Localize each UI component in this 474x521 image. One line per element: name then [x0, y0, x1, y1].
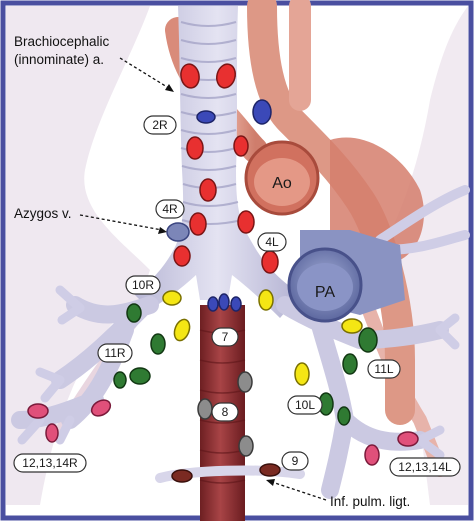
station-10l: 10L — [287, 395, 323, 415]
station-8: 8 — [211, 402, 239, 422]
station-4r-text: 4R — [162, 202, 178, 216]
station-7: 7 — [211, 327, 239, 347]
node-12r-3 — [90, 399, 112, 417]
station-2r-text: 2R — [152, 118, 168, 132]
station-10r: 10R — [125, 275, 161, 295]
nodes-gray — [197, 371, 254, 457]
station-11l: 11L — [367, 359, 401, 379]
node-12r-1 — [27, 403, 49, 419]
station-11r-text: 11R — [104, 346, 125, 360]
nodes-pink — [27, 399, 419, 466]
nodes-brown — [171, 463, 281, 483]
azygos-label: Azygos v. — [14, 206, 72, 221]
node-10r-1 — [162, 290, 182, 306]
node-11r-4 — [129, 367, 151, 385]
node-11r-1 — [173, 318, 191, 342]
node-11l-3 — [342, 353, 358, 375]
node-12l-1 — [364, 444, 380, 466]
node-4r-2 — [199, 178, 217, 202]
inf-pulm-ligt-arrowhead — [266, 479, 275, 486]
node-4r-4 — [173, 245, 191, 267]
node-11l-1 — [341, 318, 363, 334]
nodes-green — [113, 303, 378, 426]
node-11l-4 — [337, 406, 351, 426]
node-8-1 — [237, 371, 253, 393]
node-2r-upper — [180, 63, 200, 89]
nodes-blue — [196, 99, 272, 312]
node-9-right — [171, 469, 193, 483]
station-10r-text: 10R — [132, 278, 154, 292]
azygos-arrowhead — [158, 227, 167, 234]
station-4l: 4L — [257, 232, 287, 252]
node-3 — [252, 99, 272, 125]
station-12-13-14l: 12,13,14L — [389, 457, 461, 477]
node-2l-upper — [216, 63, 236, 89]
left-lung — [380, 6, 468, 505]
station-4l-text: 4L — [265, 235, 279, 249]
station-12-13-14l-text: 12,13,14L — [398, 460, 452, 474]
left-bronchial-tree — [276, 296, 449, 499]
right-lung — [6, 6, 150, 505]
nodes-yellow — [162, 289, 363, 386]
node-7-a — [207, 296, 219, 312]
station-10l-text: 10L — [295, 398, 315, 412]
station-12-13-14r: 12,13,14R — [13, 453, 87, 473]
station-11r: 11R — [97, 343, 133, 363]
inf-pulm-ligt-label: Inf. pulm. ligt. — [330, 494, 410, 509]
station-12-13-14r-text: 12,13,14R — [22, 456, 78, 470]
node-10l-2 — [294, 362, 310, 386]
station-9-text: 9 — [292, 454, 299, 468]
node-4r-3 — [189, 212, 207, 236]
node-4l-1 — [233, 135, 249, 157]
node-12r-2 — [45, 423, 59, 443]
azygos-leader — [79, 214, 163, 231]
node-8-3 — [238, 435, 254, 457]
station-8-text: 8 — [222, 405, 229, 419]
node-7-c — [230, 296, 242, 312]
nodes-red — [173, 63, 279, 274]
node-4l-2 — [237, 210, 255, 234]
pa-label: PA — [315, 284, 335, 301]
station-2r: 2R — [143, 115, 177, 135]
ao-label: Ao — [272, 175, 292, 192]
brachiocephalic-leader — [119, 57, 173, 91]
node-2r-blue — [196, 110, 216, 124]
node-4r-1 — [186, 136, 204, 160]
left-bronchial-tips — [415, 313, 460, 460]
right-bronchial-tips — [17, 285, 85, 445]
trachea — [135, 6, 300, 318]
azygos-vein — [166, 222, 190, 242]
node-12l-2 — [397, 431, 419, 447]
node-4l-3 — [261, 250, 279, 274]
node-11r-5 — [113, 371, 127, 389]
station-11l-text: 11L — [374, 362, 393, 376]
node-8-2 — [197, 398, 213, 420]
station-7-text: 7 — [222, 330, 229, 344]
node-10l-1 — [258, 289, 274, 311]
node-9-left — [259, 463, 281, 477]
node-11r-2 — [126, 303, 142, 323]
inf-pulm-ligt-leader — [271, 481, 327, 501]
station-9: 9 — [281, 451, 309, 471]
brachiocephalic-arrowhead — [165, 84, 174, 92]
node-7-b — [218, 293, 230, 311]
station-4r: 4R — [155, 199, 185, 219]
brachiocephalic-label-line2: (innominate) a. — [14, 52, 104, 67]
brachiocephalic-label-line1: Brachiocephalic — [14, 34, 110, 49]
node-11r-3 — [150, 333, 166, 355]
node-11l-2 — [358, 327, 378, 353]
